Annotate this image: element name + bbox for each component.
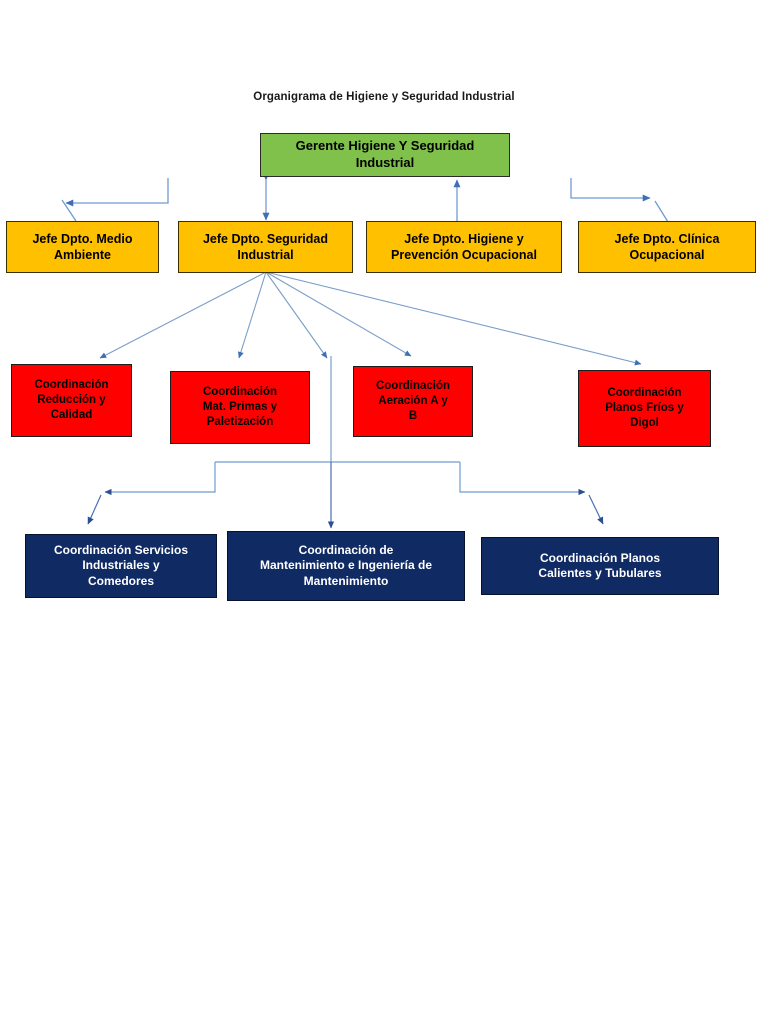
node-label: Coordinación Aeración A y B [360,379,466,423]
node-label: Jefe Dpto. Seguridad Industrial [185,231,346,263]
node-label-line1: Gerente Higiene Y Seguridad [295,138,475,154]
node-label-line2: Calientes y Tubulares [538,566,662,580]
node-label: Coordinación Planos Calientes y Tubulare… [488,551,712,582]
node-label: Coordinación Reducción y Calidad [18,378,125,422]
node-label-line1: Jefe Dpto. Higiene y [404,232,524,246]
node-label-line1: Coordinación Planos [539,550,660,565]
node-coordinacion-planos-frios-digol[interactable]: Coordinación Planos Fríos y Digol [578,370,711,447]
node-label-line2: Industrial [237,248,294,262]
node-label: Gerente Higiene Y Seguridad Industrial [267,138,503,171]
node-label: Coordinación Planos Fríos y Digol [585,386,704,430]
node-coordinacion-aeracion-a-b[interactable]: Coordinación Aeración A y B [353,366,473,437]
node-label: Jefe Dpto. Higiene y Prevención Ocupacio… [373,231,555,263]
page-title: Organigrama de Higiene y Seguridad Indus… [253,91,515,103]
node-label-line1: Jefe Dpto. Clínica [614,232,720,246]
node-coordinacion-reduccion-calidad[interactable]: Coordinación Reducción y Calidad [11,364,132,437]
node-label-line3: Comedores [87,573,155,588]
node-label-line1: Coordinación de [298,542,394,557]
node-label-line3: Digol [630,416,659,429]
node-label-line2: Mantenimiento e Ingeniería de [259,558,433,573]
node-coordinacion-mantenimiento-ingenieria[interactable]: Coordinación de Mantenimiento e Ingenier… [227,531,465,601]
node-gerente-higiene-seguridad[interactable]: Gerente Higiene Y Seguridad Industrial [260,133,510,177]
node-jefe-dpto-clinica-ocupacional[interactable]: Jefe Dpto. Clínica Ocupacional [578,221,756,273]
node-jefe-dpto-medio-ambiente[interactable]: Jefe Dpto. Medio Ambiente [6,221,159,273]
node-coordinacion-mat-primas-paletizacion[interactable]: Coordinación Mat. Primas y Paletización [170,371,310,444]
node-jefe-dpto-higiene-prevencion[interactable]: Jefe Dpto. Higiene y Prevención Ocupacio… [366,221,562,273]
node-label-line2: Industriales y [82,558,160,573]
node-label: Jefe Dpto. Clínica Ocupacional [585,231,749,263]
node-label-line1: Coordinación Servicios [53,542,189,557]
node-label-line3: Mantenimiento [303,573,389,588]
node-label-line3: Calidad [50,408,93,421]
node-label: Coordinación Mat. Primas y Paletización [177,385,303,429]
node-label: Jefe Dpto. Medio Ambiente [13,231,152,263]
node-label-line2: Ambiente [54,248,111,262]
node-label-line2: Prevención Ocupacional [391,248,537,262]
node-label-line2: Mat. Primas y [202,401,278,414]
node-label: Coordinación de Mantenimiento e Ingenier… [234,543,458,589]
node-jefe-dpto-seguridad-industrial[interactable]: Jefe Dpto. Seguridad Industrial [178,221,353,273]
node-label-line1: Jefe Dpto. Medio [32,232,133,246]
node-label-line1: Coordinación [607,387,682,400]
node-label-line2: Ocupacional [629,248,705,262]
node-label-line1: Coordinación [34,379,109,392]
node-label-line2: Aeración A y [378,395,448,408]
node-label-line3: Paletización [206,415,274,428]
node-label-line1: Coordinación [202,386,278,399]
node-coordinacion-servicios-industriales-comedores[interactable]: Coordinación Servicios Industriales y Co… [25,534,217,598]
node-label-line1: Coordinación [375,380,451,393]
node-label-line1: Jefe Dpto. Seguridad [202,232,329,246]
node-label-line2: Industrial [355,155,415,170]
node-label-line2: Reducción y [37,394,106,407]
node-label-line3: B [408,409,418,422]
node-coordinacion-planos-calientes-tubulares[interactable]: Coordinación Planos Calientes y Tubulare… [481,537,719,595]
node-label: Coordinación Servicios Industriales y Co… [32,543,210,589]
node-label-line2: Planos Fríos y [605,402,684,415]
